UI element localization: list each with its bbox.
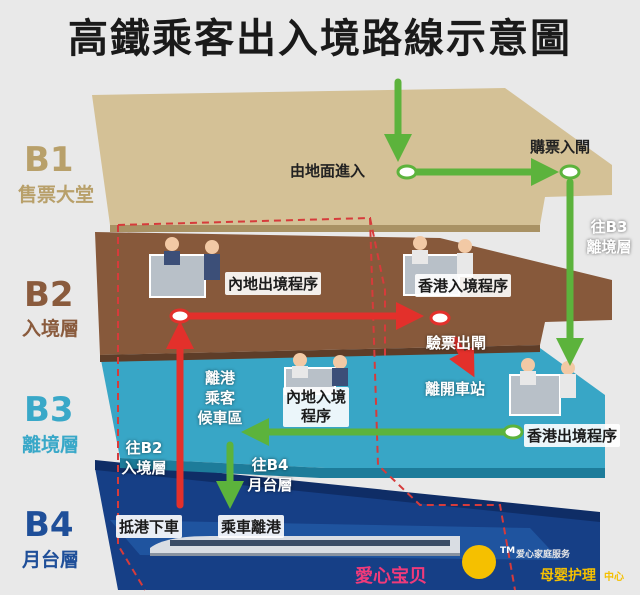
watermark-logo-icon [462,545,496,579]
label-arrive: 抵港下車 [116,515,183,538]
layer-b1 [92,88,612,232]
page-title: 高鐵乘客出入境路線示意圖 [68,15,572,62]
label-buy-ticket: 購票入閘 [530,138,591,156]
label-to-b2: 往B2 入境層 [121,439,167,477]
layer-b3 [100,348,605,478]
route-node [169,164,581,440]
level-code-b1: B1 [24,140,74,180]
label-hk-departure: 香港出境程序 [524,424,621,447]
level-code-b3: B3 [24,390,74,430]
label-waiting-area: 離港 乘客 候車區 [197,369,243,427]
watermark-tm: TM [500,546,516,556]
label-board: 乘車離港 [218,515,285,538]
level-name-b4: 月台層 [22,549,80,571]
label-ground-entry: 由地面進入 [290,162,366,180]
level-code-b2: B2 [24,275,74,315]
label-to-b3: 往B3 離境層 [586,218,632,256]
watermark-mid: 爱心家庭服务 [516,550,571,560]
label-to-b4: 往B4 月台層 [247,456,293,494]
restricted-zone-outline [117,216,516,591]
arrival-route [166,302,475,509]
watermark-left: 愛心宝贝 [355,566,427,587]
level-name-b2: 入境層 [22,318,80,340]
label-mainland-entry: 內地入境 程序 [283,387,350,427]
level-code-b4: B4 [24,505,74,545]
level-name-b3: 離境層 [22,434,80,456]
level-name-b1: 售票大堂 [18,184,95,206]
label-mainland-exit: 內地出境程序 [225,272,322,295]
layer-b2 [95,232,612,362]
train-icon [150,536,460,556]
label-leave-station: 離開車站 [425,380,486,398]
label-ticket-check: 驗票出閘 [426,334,487,352]
watermark-right-small: 中心 [604,572,624,583]
label-hk-entry: 香港入境程序 [415,274,512,297]
departure-route [216,78,584,509]
watermark-right: 母婴护理 [540,568,596,584]
